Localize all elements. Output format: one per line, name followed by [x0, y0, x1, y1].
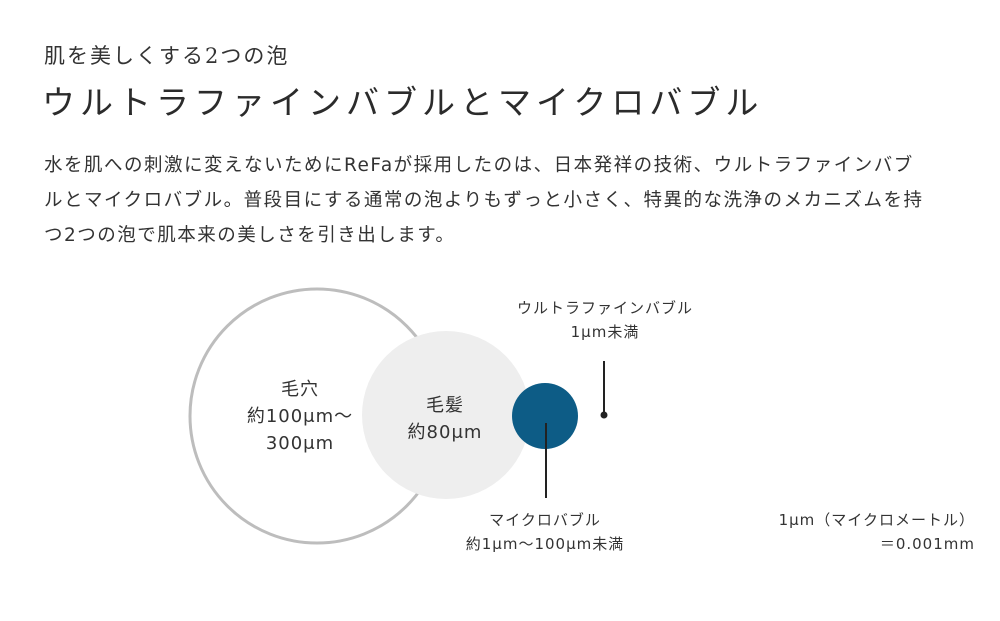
hair-label: 毛髪 約80μm — [370, 392, 520, 446]
pore-label: 毛穴 約100μm〜 300μm — [220, 376, 380, 457]
section-title: ウルトラファインバブルとマイクロバブル — [42, 83, 764, 122]
microbubble-circle — [512, 383, 578, 449]
microbubble-name: マイクロバブル — [489, 511, 601, 529]
unit-note-line: 1μm（マイクロメートル） — [778, 511, 975, 529]
ultrafine-bubble-size: 1μm未満 — [570, 323, 640, 341]
section-subtitle: 肌を美しくする2つの泡 — [44, 44, 290, 68]
pore-name: 毛穴 — [281, 379, 319, 400]
unit-note: 1μm（マイクロメートル） ＝0.001mm — [705, 508, 975, 556]
microbubble-size: 約1μm〜100μm未満 — [465, 535, 625, 553]
hair-name: 毛髪 — [426, 395, 464, 416]
description-paragraph: 水を肌への刺激に変えないためにReFaが採用したのは、日本発祥の技術、ウルトラフ… — [44, 148, 956, 253]
ultrafine-bubble-name: ウルトラファインバブル — [516, 299, 693, 317]
unit-note-line: ＝0.001mm — [879, 535, 975, 553]
ultrafine-bubble-label: ウルトラファインバブル 1μm未満 — [490, 296, 720, 344]
ultrafine-bubble-dot — [600, 411, 608, 419]
microbubble-label: マイクロバブル 約1μm〜100μm未満 — [420, 508, 670, 556]
pore-size: 約100μm〜 — [246, 406, 354, 427]
hair-circle — [362, 331, 530, 499]
pore-size: 300μm — [265, 433, 335, 454]
description-line: つ2つの泡で肌本来の美しさを引き出します。 — [44, 225, 456, 246]
hair-size: 約80μm — [407, 422, 483, 443]
description-line: ルとマイクロバブル。普段目にする通常の泡よりもずっと小さく、特異的な洗浄のメカニ… — [44, 190, 924, 211]
description-line: 水を肌への刺激に変えないためにReFaが採用したのは、日本発祥の技術、ウルトラフ… — [44, 155, 914, 176]
